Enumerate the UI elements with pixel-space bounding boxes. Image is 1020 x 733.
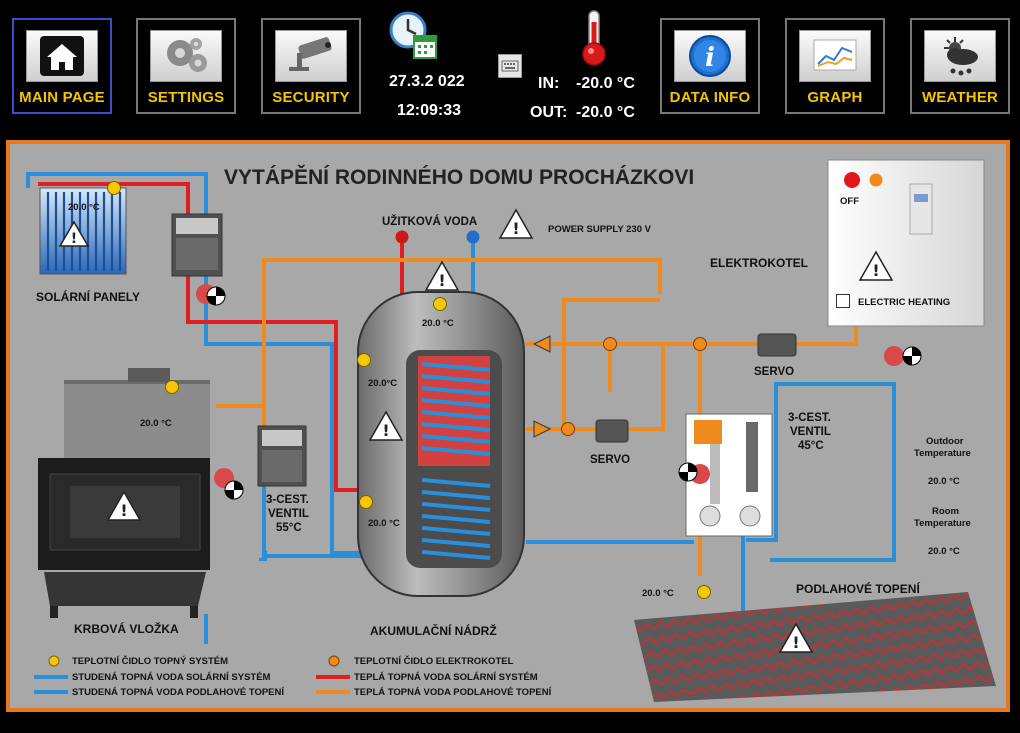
svg-text:!: ! [512,219,519,238]
valve2-line2: VENTIL [790,426,831,438]
graph-icon [799,30,871,82]
pump-icon [196,284,922,500]
room-temp-value: 20.0 °C [928,546,960,557]
outdoor-label-1: Outdoor [926,436,964,447]
valve2-line3: 45°C [798,440,824,452]
home-icon [26,30,98,82]
data-info-label: DATA INFO [669,89,751,106]
svg-text:!: ! [438,271,445,290]
calendar-clock-icon [388,10,440,62]
thermometer-icon [574,8,614,68]
main-page-label: MAIN PAGE [19,89,105,106]
floor-heating-label: PODLAHOVÉ TOPENÍ [796,582,920,596]
valve2-line1: 3-CEST. [788,412,831,424]
tank-mid-temp: 20.0°C [368,378,398,389]
date-display: 27.3.2 022 [389,73,465,90]
weather-button[interactable]: WEATHER [910,18,1010,114]
out-temperature-value: -20.0 °C [576,104,635,121]
outdoor-label-2: Temperature [914,448,971,459]
time-display: 12:09:33 [397,102,462,119]
legend-cold-solar: STUDENÁ TOPNÁ VODA SOLÁRNÍ SYSTÉM [72,672,271,683]
settings-button[interactable]: SETTINGS [136,18,236,114]
legend-cold-floor: STUDENÁ TOPNÁ VODA PODLAHOVÉ TOPENÍ [72,687,285,698]
camera-icon [275,30,347,82]
svg-text:!: ! [120,501,127,520]
electric-heating-label: ELECTRIC HEATING [858,297,951,308]
out-temperature-label: OUT: [530,104,568,121]
svg-text:!: ! [382,421,389,440]
data-info-button[interactable]: i DATA INFO [660,18,760,114]
servo1-label: SERVO [590,454,631,466]
in-temperature-value: -20.0 °C [576,75,635,92]
legend-yellow-sensor: TEPLOTNÍ ČIDLO TOPNÝ SYSTÉM [72,656,229,667]
pipe-network: ! ! ! ! ! ! ! [26,159,996,702]
warning-icon: ! ! ! ! ! ! ! [58,208,894,653]
valve1-line2: VENTIL [268,508,309,520]
tank-bottom-temp: 20.0 °C [368,518,400,529]
diagram-title: VYTÁPĚNÍ RODINNÉHO DOMU PROCHÁZKOVI [224,166,695,189]
hot-water-label: UŽITKOVÁ VODA [382,216,478,228]
heating-diagram: ! ! ! ! ! ! ! VYTÁPĚNÍ RODINNÉHO DOMU PR… [6,140,1010,712]
graph-button[interactable]: GRAPH [785,18,885,114]
solar-temp-value: 20.0 °C [68,202,100,213]
svg-text:!: ! [71,231,77,247]
gears-icon [150,30,222,82]
weather-label: WEATHER [921,89,999,106]
settings-label: SETTINGS [147,89,225,106]
legend-hot-floor: TEPLÁ TOPNÁ VODA PODLAHOVÉ TOPENÍ [354,687,552,698]
in-temperature-label: IN: [538,75,560,92]
fireplace-temp: 20.0 °C [140,418,172,429]
room-label-2: Temperature [914,518,971,529]
legend-hot-solar: TEPLÁ TOPNÁ VODA SOLÁRNÍ SYSTÉM [354,672,538,683]
tank-top-temp: 20.0 °C [422,318,454,329]
main-page-button[interactable]: MAIN PAGE [12,18,112,114]
security-label: SECURITY [272,89,350,106]
solar-panels-label: SOLÁRNÍ PANELY [36,290,141,304]
keyboard-icon[interactable] [498,54,522,78]
legend-orange-sensor: TEPLOTNÍ ČIDLO ELEKTROKOTEL [354,656,514,667]
outdoor-temp-value: 20.0 °C [928,476,960,487]
weather-icon [924,30,996,82]
graph-label: GRAPH [807,89,863,106]
floor-temp-value: 20.0 °C [642,588,674,599]
room-label-1: Room [932,506,959,517]
valve1-line1: 3-CEST. [266,494,309,506]
svg-text:i: i [705,43,715,73]
valve1-line3: 55°C [276,522,302,534]
fireplace-label: KRBOVÁ VLOŽKA [74,622,179,636]
svg-text:!: ! [792,633,799,652]
boiler-label: ELEKTROKOTEL [710,256,808,270]
info-icon: i [674,30,746,82]
svg-text:!: ! [872,261,879,280]
power-supply-label: POWER SUPPLY 230 V [548,224,651,235]
boiler-state-label: OFF [840,196,859,207]
security-button[interactable]: SECURITY [261,18,361,114]
tank-label: AKUMULAČNÍ NÁDRŽ [370,624,497,638]
valve-icon [595,333,797,443]
servo2-label: SERVO [754,366,795,378]
electric-heating-checkbox[interactable] [836,294,850,308]
